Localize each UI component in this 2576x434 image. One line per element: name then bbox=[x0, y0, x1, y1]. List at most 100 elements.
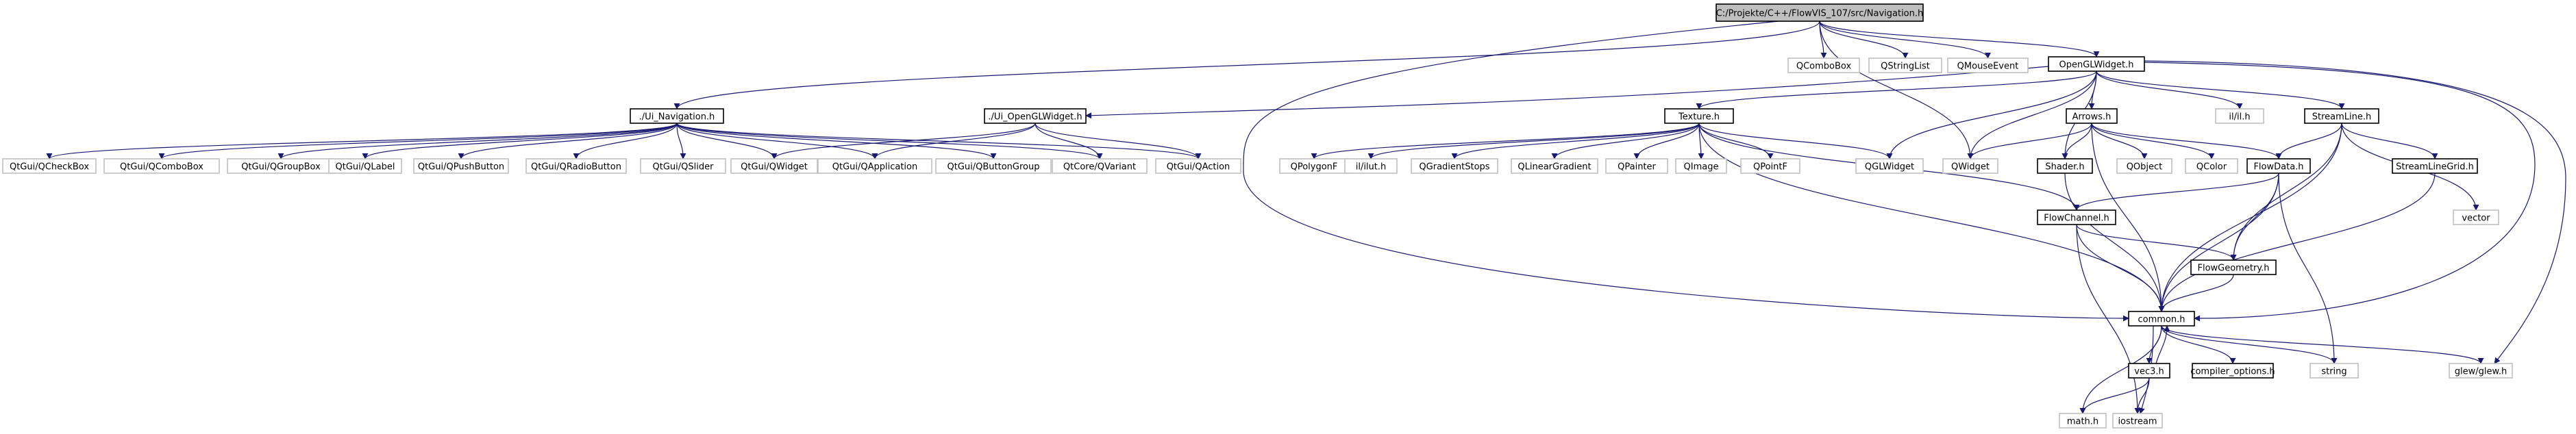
node-vec3[interactable]: vec3.h bbox=[2128, 363, 2170, 379]
edge-vec3-to-mathh bbox=[2079, 377, 2150, 414]
node-n_qvariant: QtCore/QVariant bbox=[1052, 158, 1148, 174]
node-label: QColor bbox=[2196, 162, 2227, 173]
node-flowchannel[interactable]: FlowChannel.h bbox=[2037, 209, 2116, 225]
node-label: ./Ui_OpenGLWidget.h bbox=[988, 112, 1082, 123]
node-arrows[interactable]: Arrows.h bbox=[2066, 108, 2118, 124]
node-compopt[interactable]: compiler_options.h bbox=[2190, 363, 2275, 379]
edge-arrows-to-qwidget bbox=[1967, 123, 2092, 159]
edge-arrows-to-qobject bbox=[2091, 123, 2148, 159]
node-box bbox=[2453, 209, 2499, 225]
node-common[interactable]: common.h bbox=[2128, 311, 2195, 327]
edge-flowdata-to-common bbox=[2158, 173, 2279, 312]
node-label: QGradientStops bbox=[1419, 162, 1489, 173]
node-box bbox=[2304, 108, 2379, 124]
node-root[interactable]: C:/Projekte/C++/FlowVIS_107/src/Navigati… bbox=[1716, 3, 1924, 22]
node-flowgeom[interactable]: FlowGeometry.h bbox=[2190, 259, 2277, 275]
edge-common-to-compopt bbox=[2161, 325, 2236, 364]
node-label: FlowData.h bbox=[2253, 162, 2303, 173]
node-box bbox=[1511, 158, 1598, 174]
node-box bbox=[1868, 58, 1942, 73]
node-ilh: il/il.h bbox=[2215, 108, 2264, 124]
node-label: Arrows.h bbox=[2072, 112, 2111, 123]
edge-texture-to-qpainter bbox=[1633, 123, 1700, 159]
edge-uinav-to-n_qvariant bbox=[676, 123, 1103, 159]
node-texture[interactable]: Texture.h bbox=[1664, 108, 1734, 124]
node-box bbox=[2246, 158, 2311, 174]
node-box bbox=[1052, 158, 1148, 174]
edge-uinav-to-n_qcheck bbox=[46, 123, 678, 159]
edge-uinav-to-n_qlabel bbox=[362, 123, 678, 159]
node-box bbox=[2116, 158, 2172, 174]
node-box bbox=[2, 158, 97, 174]
node-n_qbtngrp: QtGui/QButtonGroup bbox=[935, 158, 1052, 174]
node-label: glew/glew.h bbox=[2455, 367, 2507, 377]
node-label: QtGui/QAction bbox=[1167, 162, 1230, 173]
node-label: QLinearGradient bbox=[1518, 162, 1591, 173]
node-label: OpenGLWidget.h bbox=[2059, 60, 2134, 71]
node-shader[interactable]: Shader.h bbox=[2037, 158, 2093, 174]
node-box bbox=[2128, 311, 2195, 327]
node-box bbox=[640, 158, 726, 174]
node-box bbox=[1947, 58, 2029, 73]
edge-common-to-mathh bbox=[2079, 325, 2162, 414]
node-uiogl[interactable]: ./Ui_OpenGLWidget.h bbox=[984, 108, 1087, 124]
node-label: QtGui/QWidget bbox=[741, 162, 808, 173]
node-label: iostream bbox=[2118, 417, 2157, 427]
edge-vec3-to-common bbox=[2155, 325, 2170, 364]
edge-uinav-to-n_qaction bbox=[676, 123, 1202, 159]
node-label: QImage bbox=[1684, 162, 1719, 173]
node-qglw: QGLWidget bbox=[1855, 158, 1924, 174]
edge-flowgeom-to-common bbox=[2158, 274, 2234, 312]
node-box bbox=[630, 108, 724, 124]
edge-common-to-glew bbox=[2161, 325, 2484, 364]
node-label: QGLWidget bbox=[1865, 162, 1914, 173]
edge-arrows-to-shader bbox=[2061, 123, 2092, 159]
node-box bbox=[1155, 158, 1241, 174]
edge-flowchannel-to-iostream bbox=[2076, 224, 2141, 414]
node-flowdata[interactable]: FlowData.h bbox=[2246, 158, 2311, 174]
node-qimage: QImage bbox=[1675, 158, 1727, 174]
edge-streamline-to-flowgeom bbox=[2230, 123, 2342, 261]
node-label: QStringList bbox=[1881, 62, 1930, 72]
edge-slgrid-to-common bbox=[2158, 173, 2436, 312]
node-uinav[interactable]: ./Ui_Navigation.h bbox=[630, 108, 724, 124]
node-qlingrad: QLinearGradient bbox=[1511, 158, 1598, 174]
node-box bbox=[2190, 259, 2277, 275]
node-box bbox=[1675, 158, 1727, 174]
node-oglw[interactable]: OpenGLWidget.h bbox=[2048, 56, 2145, 72]
node-qobject: QObject bbox=[2116, 158, 2172, 174]
node-qstrl: QStringList bbox=[1868, 58, 1942, 73]
node-box bbox=[935, 158, 1052, 174]
node-label: vec3.h bbox=[2134, 367, 2164, 377]
node-streamline[interactable]: StreamLine.h bbox=[2304, 108, 2379, 124]
node-box bbox=[1411, 158, 1498, 174]
edge-oglw-to-common bbox=[2144, 62, 2536, 322]
node-box bbox=[2066, 108, 2118, 124]
node-n_qcombo: QtGui/QComboBox bbox=[103, 158, 220, 174]
node-box bbox=[328, 158, 402, 174]
edge-uinav-to-n_qradio bbox=[573, 123, 678, 159]
node-label: FlowGeometry.h bbox=[2197, 264, 2269, 274]
node-box bbox=[1740, 158, 1800, 174]
node-box bbox=[1716, 3, 1924, 22]
node-box bbox=[817, 158, 932, 174]
node-label: QtGui/QPushButton bbox=[418, 162, 504, 173]
edge-streamline-to-flowdata bbox=[2275, 123, 2342, 159]
node-box bbox=[2449, 363, 2513, 379]
edge-shader-to-common bbox=[2064, 173, 2165, 312]
node-qcolor: QColor bbox=[2185, 158, 2238, 174]
node-slgrid[interactable]: StreamLineGrid.h bbox=[2392, 158, 2478, 174]
node-qgrad: QGradientStops bbox=[1411, 158, 1498, 174]
node-box bbox=[984, 108, 1087, 124]
edge-uinav-to-n_qcombo bbox=[158, 123, 678, 159]
edge-oglw-to-qglw bbox=[1886, 71, 2097, 159]
node-qpointf: QPointF bbox=[1740, 158, 1800, 174]
node-label: math.h bbox=[2067, 417, 2098, 427]
node-label: QPainter bbox=[1618, 162, 1656, 173]
node-n_qpush: QtGui/QPushButton bbox=[413, 158, 509, 174]
edge-arrows-to-flowdata bbox=[2091, 123, 2282, 159]
node-box bbox=[2048, 56, 2145, 72]
node-label: FlowChannel.h bbox=[2044, 214, 2109, 224]
edge-oglw-to-streamline bbox=[2096, 71, 2345, 110]
